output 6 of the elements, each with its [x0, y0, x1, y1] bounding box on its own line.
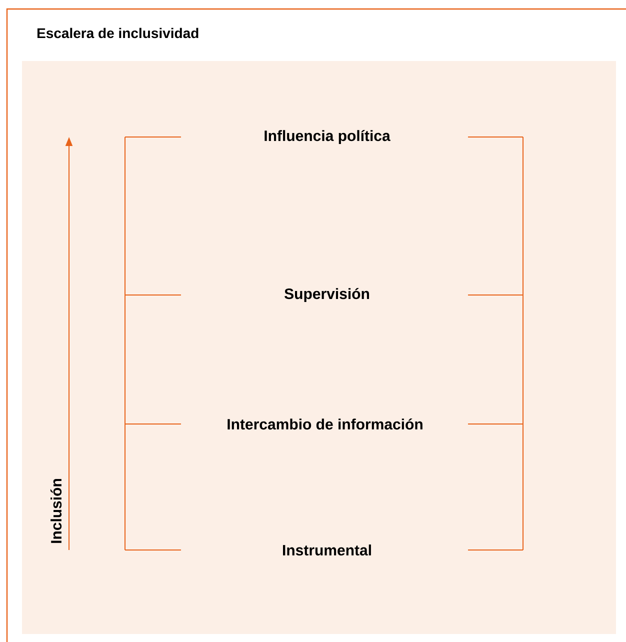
step-label: Intercambio de información: [228, 418, 422, 430]
step-label: Influencia política: [264, 130, 390, 144]
step-label: Instrumental: [283, 544, 371, 556]
title: Escalera de inclusividad: [37, 28, 198, 38]
step-label: Supervisión: [284, 288, 369, 302]
axis-label: Inclusión: [50, 479, 62, 543]
